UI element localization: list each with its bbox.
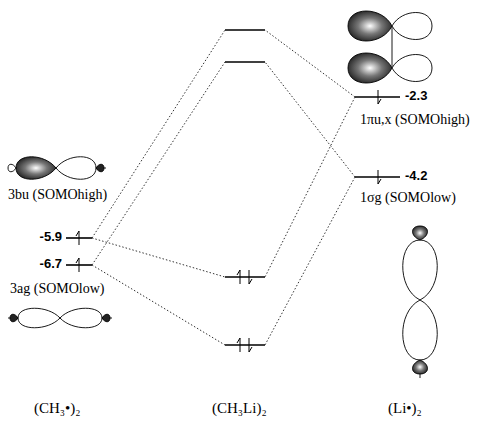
orbital-1sigmag (403, 226, 438, 378)
fragment-label: (CH₃•)₂ (34, 400, 81, 417)
orbital-1piu (348, 11, 432, 83)
orbital-label: 3ag (SOMOlow) (10, 281, 105, 297)
orbital-3bu (8, 157, 106, 180)
orbital-3ag (8, 308, 112, 328)
energy-value: -4.2 (405, 169, 427, 184)
energy-value: -5.9 (40, 230, 62, 245)
electron-arrows (76, 90, 381, 352)
fragment-label: (Li•)₂ (388, 400, 422, 417)
orbital-label: 1σg (SOMOlow) (360, 190, 456, 206)
orbital-label: 1πu,x (SOMOhigh) (360, 112, 470, 128)
energy-value: -6.7 (40, 257, 62, 272)
molecule-label: (CH₃Li)₂ (212, 400, 267, 417)
energy-levels (66, 30, 400, 345)
correlation-lines (92, 30, 355, 345)
orbital-label: 3bu (SOMOhigh) (8, 187, 107, 203)
energy-value: -2.3 (405, 89, 427, 104)
